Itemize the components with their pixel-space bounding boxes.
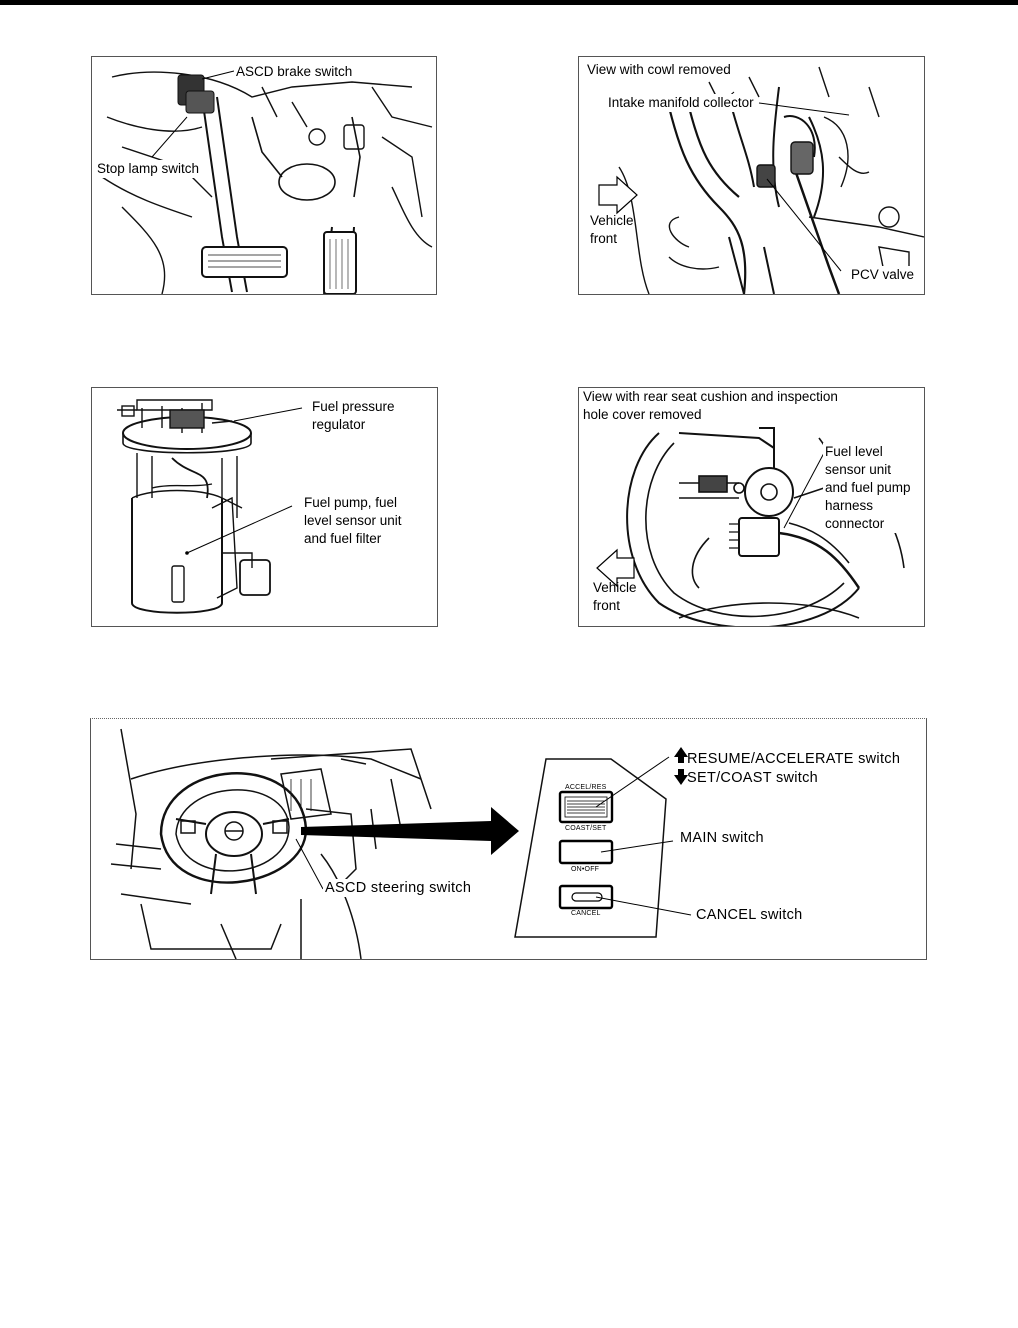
brake-pedal-illustration bbox=[101, 70, 433, 294]
figure-harness-connector: View with rear seat cushion and inspecti… bbox=[578, 387, 925, 627]
label-ascd-steering-switch: ASCD steering switch bbox=[323, 879, 474, 897]
label-button-coast-set: COAST/SET bbox=[565, 825, 607, 832]
label-button-accel-res: ACCEL/RES bbox=[565, 784, 607, 791]
label-view-cowl-removed: View with cowl removed bbox=[585, 61, 733, 79]
figure-fuel-pump: Fuel pressure regulator Fuel pump, fuel … bbox=[91, 387, 438, 627]
label-fuel-level-sensor-connector: Fuel level sensor unit and fuel pump har… bbox=[823, 443, 913, 533]
label-pcv-valve: PCV valve bbox=[849, 266, 917, 284]
figure-pcv-valve: View with cowl removed Intake manifold c… bbox=[578, 56, 925, 295]
label-intake-manifold-collector: Intake manifold collector bbox=[606, 94, 756, 112]
label-button-on-off: ON•OFF bbox=[571, 866, 600, 873]
label-set-coast-switch: SET/COAST switch bbox=[687, 770, 819, 786]
label-fuel-pressure-regulator: Fuel pressure regulator bbox=[312, 399, 395, 432]
label-resume-accelerate-switch: RESUME/ACCELERATE switch bbox=[687, 751, 901, 767]
figure-ascd-brake-switch: ASCD brake switch Stop lamp switch bbox=[91, 56, 437, 295]
figure-ascd-steering-switch: ACCEL/RES COAST/SET ON•OFF CANCEL RESUME… bbox=[90, 718, 927, 960]
harness-connector-illustration bbox=[596, 427, 905, 626]
label-stop-lamp-switch: Stop lamp switch bbox=[95, 160, 202, 178]
pcv-valve-illustration bbox=[598, 66, 924, 294]
fuel-pump-illustration bbox=[117, 399, 303, 614]
label-view-rear-seat-removed: View with rear seat cushion and inspecti… bbox=[581, 388, 840, 424]
label-vehicle-front: Vehicle front bbox=[593, 580, 637, 613]
header-rule bbox=[0, 0, 1018, 5]
label-ascd-brake-switch: ASCD brake switch bbox=[234, 63, 355, 81]
label-cancel-switch: CANCEL switch bbox=[696, 907, 803, 923]
label-fuel-pump-unit: Fuel pump, fuel level sensor unit and fu… bbox=[304, 495, 402, 546]
label-main-switch: MAIN switch bbox=[680, 830, 764, 846]
label-vehicle-front: Vehicle front bbox=[590, 213, 634, 246]
label-button-cancel: CANCEL bbox=[571, 910, 601, 917]
steering-illustration bbox=[110, 728, 692, 959]
